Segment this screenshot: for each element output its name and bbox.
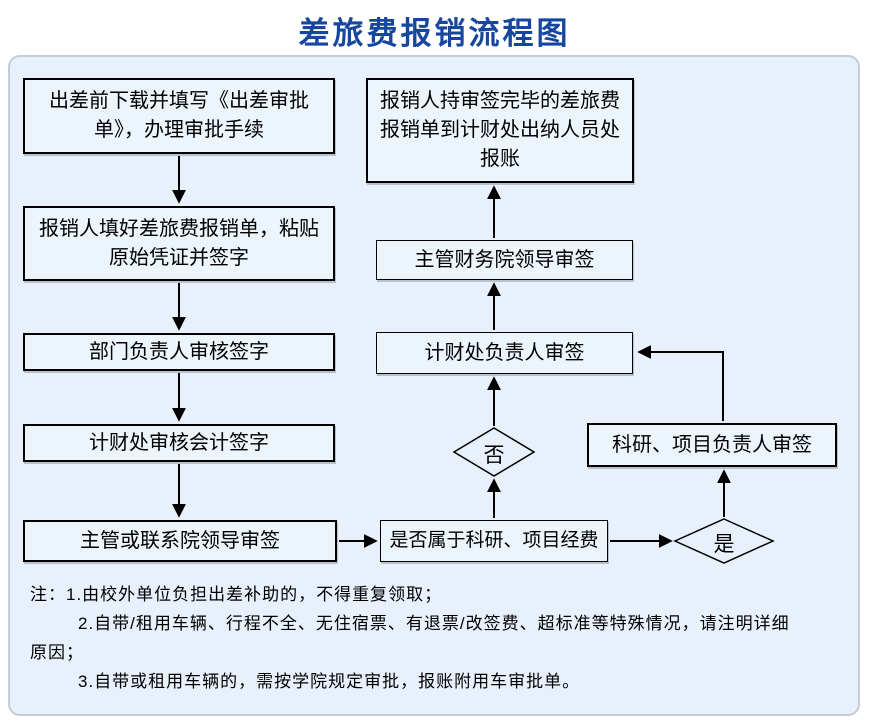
node-download-approval-form: 出差前下载并填写《出差审批单》，办理审批手续 (23, 78, 335, 154)
decision-no-label: 否 (483, 444, 505, 467)
note-line-1: 注：1.由校外单位负担出差补助的，不得重复领取； (30, 585, 443, 604)
node-project-leader-sign: 科研、项目负责人审签 (587, 423, 837, 467)
node-fill-reimbursement-form: 报销人填好差旅费报销单，粘贴原始凭证并签字 (23, 206, 335, 281)
node-college-leader-sign: 主管或联系院领导审签 (23, 520, 337, 562)
decision-yes-label: 是 (713, 533, 735, 556)
page-title: 差旅费报销流程图 (298, 16, 571, 51)
note-line-2: 2.自带/租用车辆、行程不全、无住宿票、有退票/改签费、超标准等特殊情况，请注明… (78, 614, 790, 633)
node-submit-to-cashier: 报销人持审签完毕的差旅费报销单到计财处出纳人员处报账 (366, 78, 634, 183)
note-line-4: 3.自带或租用车辆的，需按学院规定审批，报账附用车审批单。 (78, 672, 581, 691)
node-finance-accountant-sign: 计财处审核会计签字 (23, 424, 335, 462)
node-finance-college-leader-sign: 主管财务院领导审签 (376, 240, 633, 280)
node-finance-head-sign: 计财处负责人审签 (376, 332, 633, 374)
note-line-3: 原因； (30, 643, 84, 662)
notes-block: 注：1.由校外单位负担出差补助的，不得重复领取； 2.自带/租用车辆、行程不全、… (30, 580, 842, 696)
node-dept-leader-sign: 部门负责人审核签字 (23, 333, 335, 371)
node-is-project-fund: 是否属于科研、项目经费 (380, 520, 608, 562)
